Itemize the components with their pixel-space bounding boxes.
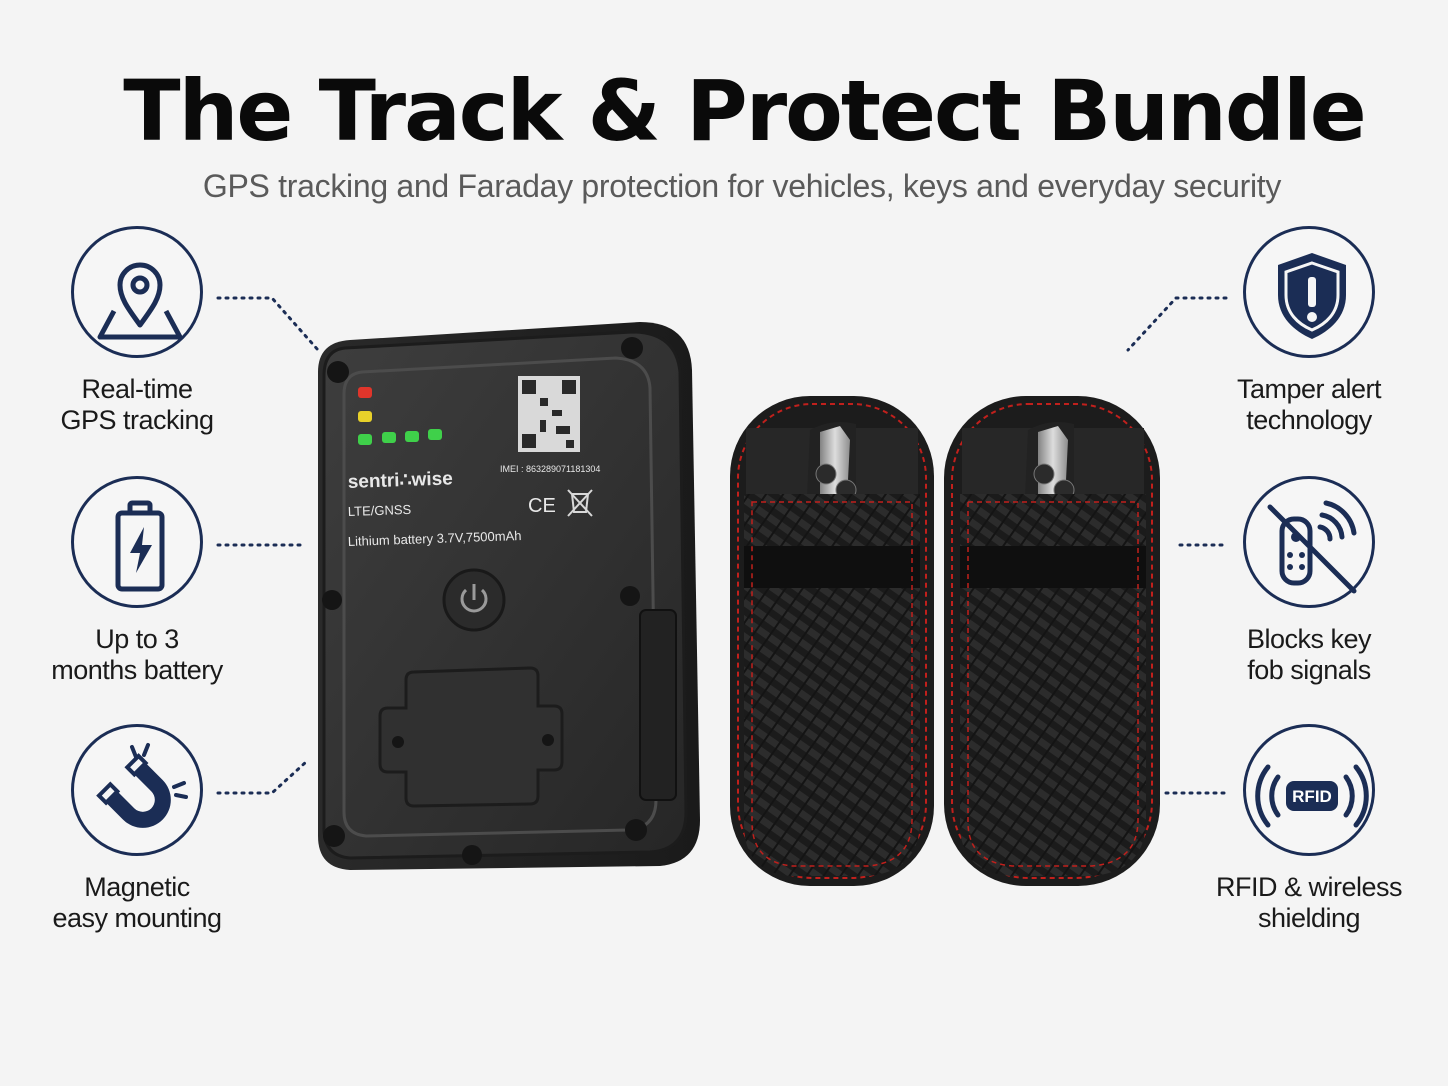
map-pin-icon <box>71 226 203 358</box>
blocked-key-fob-icon <box>1243 476 1375 608</box>
feature-label-line1: Up to 3 <box>95 624 179 654</box>
weee-bin-icon <box>567 489 593 517</box>
faraday-pouch-right <box>944 396 1160 886</box>
feature-blocks-key-fob: Blocks key fob signals <box>1189 476 1429 686</box>
ce-mark: CE <box>528 495 556 517</box>
device-network-label: LTE/GNSS <box>348 502 412 519</box>
feature-label-line2: fob signals <box>1247 655 1371 685</box>
feature-label-line1: Magnetic <box>84 872 190 902</box>
battery-icon <box>71 476 203 608</box>
feature-label-line2: easy mounting <box>52 903 222 933</box>
rfid-icon: RFID <box>1243 724 1375 856</box>
power-button-icon <box>442 568 506 632</box>
device-brand-logo: sentri∴wise <box>347 468 453 493</box>
feature-label-line2: technology <box>1246 405 1372 435</box>
qr-code <box>518 376 580 452</box>
gps-tracker-device: IMEI : 863289071181304 sentri∴wise LTE/G… <box>318 322 700 870</box>
magnet-icon <box>71 724 203 856</box>
feature-label-line1: Blocks key <box>1246 624 1372 654</box>
feature-label-line2: GPS tracking <box>60 405 214 435</box>
feature-label-line1: RFID & wireless <box>1215 872 1403 902</box>
feature-magnetic: Magnetic easy mounting <box>17 724 257 934</box>
feature-battery: Up to 3 months battery <box>17 476 257 686</box>
shield-alert-icon <box>1243 226 1375 358</box>
page-title: The Track & Protect Bundle <box>123 62 1366 160</box>
device-imei: IMEI : 863289071181304 <box>500 464 600 474</box>
feature-label-line2: months battery <box>51 655 223 685</box>
feature-tamper-alert: Tamper alert technology <box>1189 226 1429 436</box>
page-subtitle: GPS tracking and Faraday protection for … <box>202 168 1282 204</box>
device-battery-spec: Lithium battery 3.7V,7500mAh <box>348 528 522 549</box>
feature-rfid-shielding: RFID RFID & wireless shielding <box>1189 724 1429 934</box>
faraday-pouch-left <box>730 396 934 886</box>
feature-label-line1: Real-time <box>81 374 193 404</box>
feature-gps-tracking: Real-time GPS tracking <box>17 226 257 436</box>
feature-label-line2: shielding <box>1257 903 1361 933</box>
rfid-badge-text: RFID <box>1292 787 1332 806</box>
feature-label-line1: Tamper alert <box>1236 374 1382 404</box>
